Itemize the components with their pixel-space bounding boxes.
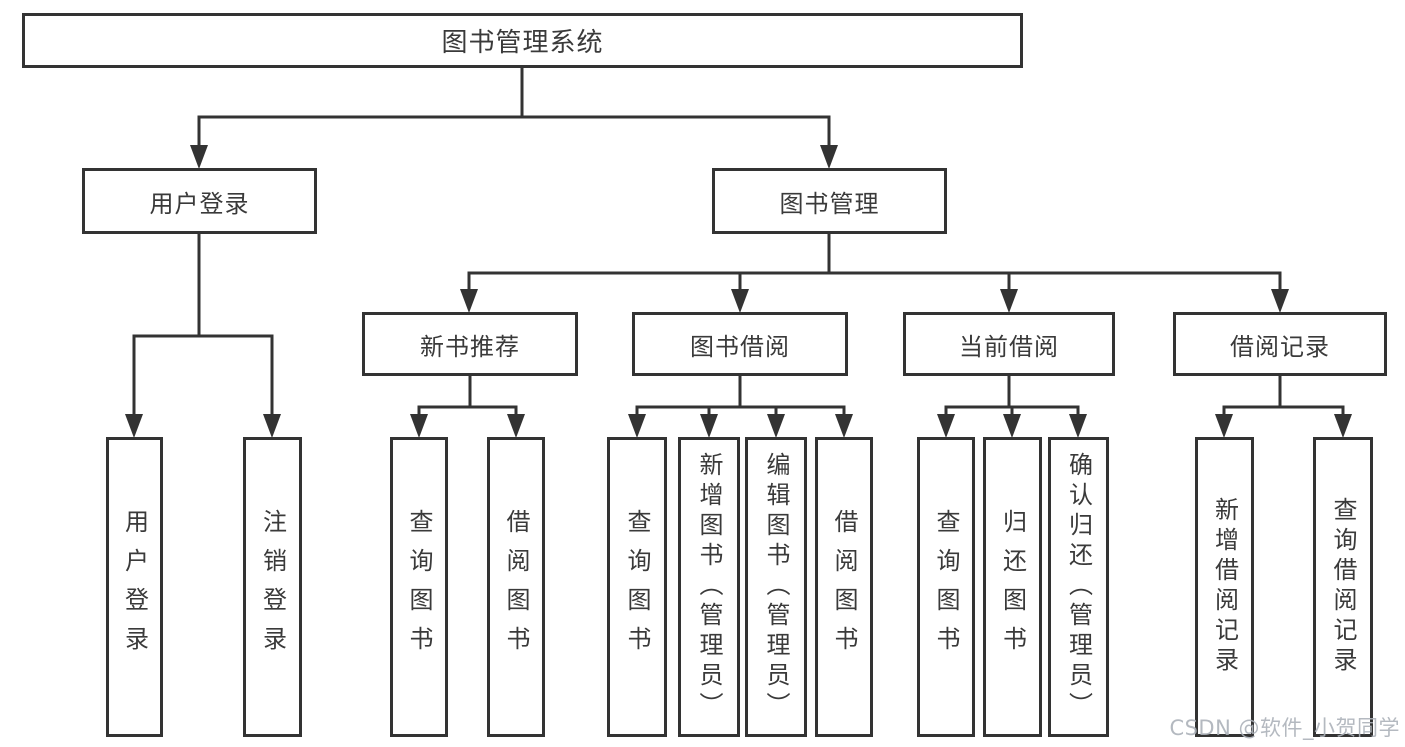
node-book-borrowing-label: 图书借阅	[690, 332, 790, 361]
leaf-add-book-admin-label: 新增图书（管理员）	[695, 452, 723, 722]
node-book-management: 图书管理	[712, 168, 947, 234]
leaf-borrow-books: 借阅图书	[815, 437, 873, 737]
leaf-confirm-return-admin: 确认归还（管理员）	[1048, 437, 1109, 737]
leaf-query-borrow-record-label: 查询借阅记录	[1329, 497, 1357, 677]
leaf-add-borrow-record-label: 新增借阅记录	[1210, 497, 1239, 677]
leaf-query-books-borrow: 查询图书	[607, 437, 667, 737]
leaf-return-book: 归还图书	[983, 437, 1042, 737]
node-user-login: 用户登录	[82, 168, 317, 234]
node-book-borrowing: 图书借阅	[632, 312, 848, 376]
leaf-query-books-current: 查询图书	[917, 437, 975, 737]
leaf-query-books-recommend: 查询图书	[390, 437, 448, 737]
leaf-user-login-label: 用户登录	[120, 509, 149, 665]
watermark: CSDN @软件_小贺同学	[1169, 716, 1400, 740]
leaf-logout-label: 注销登录	[258, 509, 287, 665]
node-library-management-system-label: 图书管理系统	[441, 28, 604, 58]
leaf-query-books-borrow-label: 查询图书	[623, 509, 651, 665]
leaf-edit-book-admin: 编辑图书（管理员）	[745, 437, 807, 737]
leaf-edit-book-admin-label: 编辑图书（管理员）	[762, 452, 790, 722]
node-borrowing-records-label: 借阅记录	[1230, 332, 1330, 361]
leaf-user-login: 用户登录	[106, 437, 163, 737]
node-new-book-recommend-label: 新书推荐	[420, 332, 520, 361]
leaf-query-books-recommend-label: 查询图书	[405, 509, 433, 665]
leaf-logout: 注销登录	[243, 437, 302, 737]
leaf-add-borrow-record: 新增借阅记录	[1195, 437, 1254, 737]
node-borrowing-records: 借阅记录	[1173, 312, 1387, 376]
leaf-add-book-admin: 新增图书（管理员）	[678, 437, 740, 737]
leaf-return-book-label: 归还图书	[998, 509, 1027, 665]
leaf-borrow-books-recommend: 借阅图书	[487, 437, 545, 737]
leaf-borrow-books-recommend-label: 借阅图书	[502, 509, 530, 665]
leaf-borrow-books-label: 借阅图书	[830, 509, 858, 665]
node-current-borrowing: 当前借阅	[903, 312, 1115, 376]
node-book-management-label: 图书管理	[779, 189, 880, 218]
node-library-management-system: 图书管理系统	[22, 13, 1023, 68]
leaf-confirm-return-admin-label: 确认归还（管理员）	[1064, 452, 1093, 722]
leaf-query-borrow-record: 查询借阅记录	[1313, 437, 1373, 737]
node-current-borrowing-label: 当前借阅	[959, 332, 1059, 361]
node-user-login-label: 用户登录	[149, 189, 250, 218]
node-new-book-recommend: 新书推荐	[362, 312, 578, 376]
leaf-query-books-current-label: 查询图书	[932, 509, 960, 665]
